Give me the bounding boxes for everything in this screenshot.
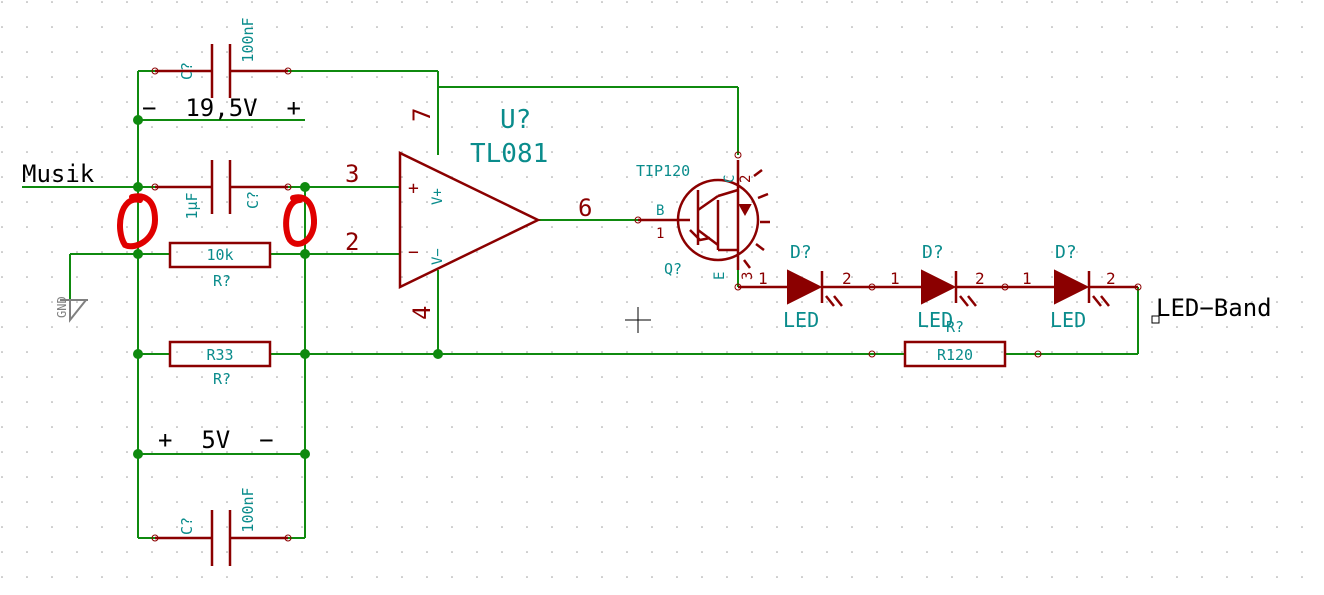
resistor-10k-value: 10k	[206, 246, 233, 264]
led-1-ref: D?	[790, 242, 812, 263]
resistor-r33-value: R33	[206, 346, 233, 364]
transistor-pin-b: B	[656, 203, 664, 219]
led-3-pin2: 2	[1106, 269, 1116, 288]
led-2-pin1: 1	[890, 269, 900, 288]
opamp-sup-minus: V−	[430, 248, 446, 265]
transistor-value: TIP120	[636, 162, 690, 180]
annotation-loop-left	[117, 193, 159, 250]
opamp-pin-out: 6	[578, 194, 592, 222]
gnd-label: GND	[55, 296, 69, 318]
net-label-output-group[interactable]: LED−Band	[1151, 294, 1272, 324]
led-3-value: LED	[1050, 308, 1086, 332]
net-label-output: LED−Band	[1156, 294, 1272, 322]
led-1-pin1: 1	[758, 269, 768, 288]
capacitor-bottom[interactable]: C? 100nF	[151, 487, 292, 566]
resistor-r33-ref: R?	[213, 370, 231, 388]
opamp-pin-plus: 3	[345, 160, 359, 188]
resistor-10k-ref: R?	[213, 272, 231, 290]
capacitor-coupling[interactable]: 1µF C?	[151, 160, 292, 220]
capacitor-bottom-ref: C?	[178, 517, 196, 535]
resistor-r33[interactable]: R33 R?	[168, 340, 272, 388]
annotation-loop-right	[283, 194, 317, 247]
power-label-top: − 19,5V +	[142, 94, 301, 122]
capacitor-coupling-ref: C?	[244, 191, 262, 209]
led-2-value: LED	[917, 308, 953, 332]
led-1-pin2: 2	[842, 269, 852, 288]
transistor-pin-c-num: 2	[738, 175, 754, 183]
capacitor-top-ref: C?	[178, 62, 196, 80]
transistor-pin-b-num: 1	[656, 226, 664, 242]
resistor-r120-value: R120	[937, 346, 973, 364]
wires	[22, 70, 1139, 539]
opamp-pin-vplus: 7	[408, 108, 436, 122]
resistor-r120-ref: R?	[946, 318, 964, 336]
capacitor-coupling-value: 1µF	[183, 192, 201, 219]
opamp-tl081[interactable]: U? TL081 3 2 6 7 4 + − V+ V−	[345, 105, 592, 320]
resistor-r120[interactable]: R120 R?	[868, 318, 1042, 368]
annotation-marks	[117, 193, 317, 250]
crosshair-cursor	[625, 307, 651, 333]
led-3[interactable]: D? LED 1 2	[1005, 242, 1142, 332]
led-3-ref: D?	[1055, 242, 1077, 263]
gnd-symbol[interactable]: GND	[55, 296, 89, 323]
led-2-ref: D?	[922, 242, 944, 263]
transistor-pin-e: E	[712, 272, 728, 280]
net-label-input[interactable]: Musik	[22, 160, 95, 188]
power-label-bottom: + 5V −	[158, 426, 274, 454]
junctions	[133, 115, 443, 459]
transistor-tip120[interactable]: TIP120 Q? B 1 C 2 E 3	[634, 151, 770, 291]
opamp-value: TL081	[470, 139, 548, 169]
led-2-pin2: 2	[975, 269, 985, 288]
capacitor-bottom-value: 100nF	[239, 487, 257, 532]
opamp-ref: U?	[500, 105, 531, 135]
led-3-pin1: 1	[1022, 269, 1032, 288]
opamp-sup-plus: V+	[430, 188, 446, 205]
transistor-pin-e-num: 3	[740, 272, 756, 280]
transistor-pin-c: C	[722, 175, 738, 183]
capacitor-top[interactable]: C? 100nF	[151, 17, 292, 98]
led-1[interactable]: D? LED 1 2	[738, 242, 876, 332]
led-1-value: LED	[783, 308, 819, 332]
opamp-sign-plus: +	[408, 178, 419, 199]
resistor-10k[interactable]: 10k R?	[168, 241, 272, 290]
opamp-pin-minus: 2	[345, 228, 359, 256]
opamp-sign-minus: −	[408, 242, 419, 263]
led-2[interactable]: D? LED 1 2	[872, 242, 1009, 332]
transistor-ref: Q?	[664, 260, 682, 278]
capacitor-top-value: 100nF	[239, 17, 257, 62]
opamp-pin-vminus: 4	[408, 306, 436, 320]
